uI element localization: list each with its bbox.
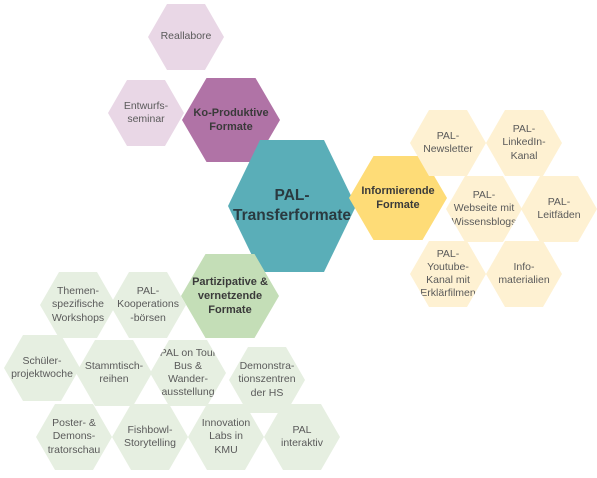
hex-leitfaeden: PAL- Leitfäden	[521, 176, 597, 242]
hex-label: Innovation Labs in KMU	[201, 417, 251, 456]
hex-label: Stammtisch- reihen	[84, 359, 144, 385]
hex-infomaterialien: Info- materialien	[486, 241, 562, 307]
hex-label: Themen- spezifische Workshops	[51, 285, 105, 324]
hex-stammtischreihen: Stammtisch- reihen	[76, 340, 152, 406]
hex-pal-on-tour: PAL on Tour Bus & Wander- ausstellung	[150, 340, 226, 406]
hex-label: Reallabore	[160, 30, 212, 43]
hex-posterschau: Poster- & Demons- tratorschau	[36, 404, 112, 470]
hex-label: PAL- LinkedIn- Kanal	[502, 123, 546, 162]
hex-label: PAL- Webseite mit Wissensblogs	[451, 189, 517, 228]
hex-kooperationsboersen: PAL- Kooperations -börsen	[110, 272, 186, 338]
hex-label: Schüler- projektwoche	[11, 354, 73, 380]
hex-label: PAL- Leitfäden	[537, 195, 581, 221]
center-label: PAL- Transferformate	[233, 186, 352, 224]
hex-reallabore: Reallabore	[148, 4, 224, 70]
hex-label: Demonstra- tionszentren der HS	[238, 360, 296, 399]
category-label: Ko-Produktive Formate	[193, 106, 269, 133]
hex-innovation-labs: Innovation Labs in KMU	[188, 404, 264, 470]
hex-webseite: PAL- Webseite mit Wissensblogs	[446, 176, 522, 242]
hex-fishbowl: Fishbowl- Storytelling	[112, 404, 188, 470]
hex-label: Poster- & Demons- tratorschau	[47, 417, 101, 456]
hex-label: Fishbowl- Storytelling	[124, 423, 176, 449]
hex-demonstrationszentren: Demonstra- tionszentren der HS	[229, 347, 305, 413]
hex-entwurfsseminar: Entwurfs- seminar	[108, 80, 184, 146]
hex-pal-interaktiv: PAL interaktiv	[264, 404, 340, 470]
hex-youtube: PAL- Youtube- Kanal mit Erklärfilmen	[410, 241, 486, 307]
hex-label: PAL- Youtube- Kanal mit Erklärfilmen	[420, 247, 476, 300]
hex-label: PAL- Newsletter	[423, 129, 473, 155]
hex-workshops: Themen- spezifische Workshops	[40, 272, 116, 338]
hex-linkedin: PAL- LinkedIn- Kanal	[486, 110, 562, 176]
hex-label: Entwurfs- seminar	[123, 99, 169, 125]
hex-label: PAL interaktiv	[280, 423, 323, 449]
hex-label: PAL on Tour Bus & Wander- ausstellung	[159, 346, 217, 399]
hex-label: PAL- Kooperations -börsen	[117, 285, 179, 324]
category-label: Partizipative & vernetzende Formate	[192, 275, 268, 317]
category-label: Informierende Formate	[361, 184, 435, 211]
hex-schuelerprojektwoche: Schüler- projektwoche	[4, 335, 80, 401]
hex-label: Info- materialien	[498, 260, 550, 286]
